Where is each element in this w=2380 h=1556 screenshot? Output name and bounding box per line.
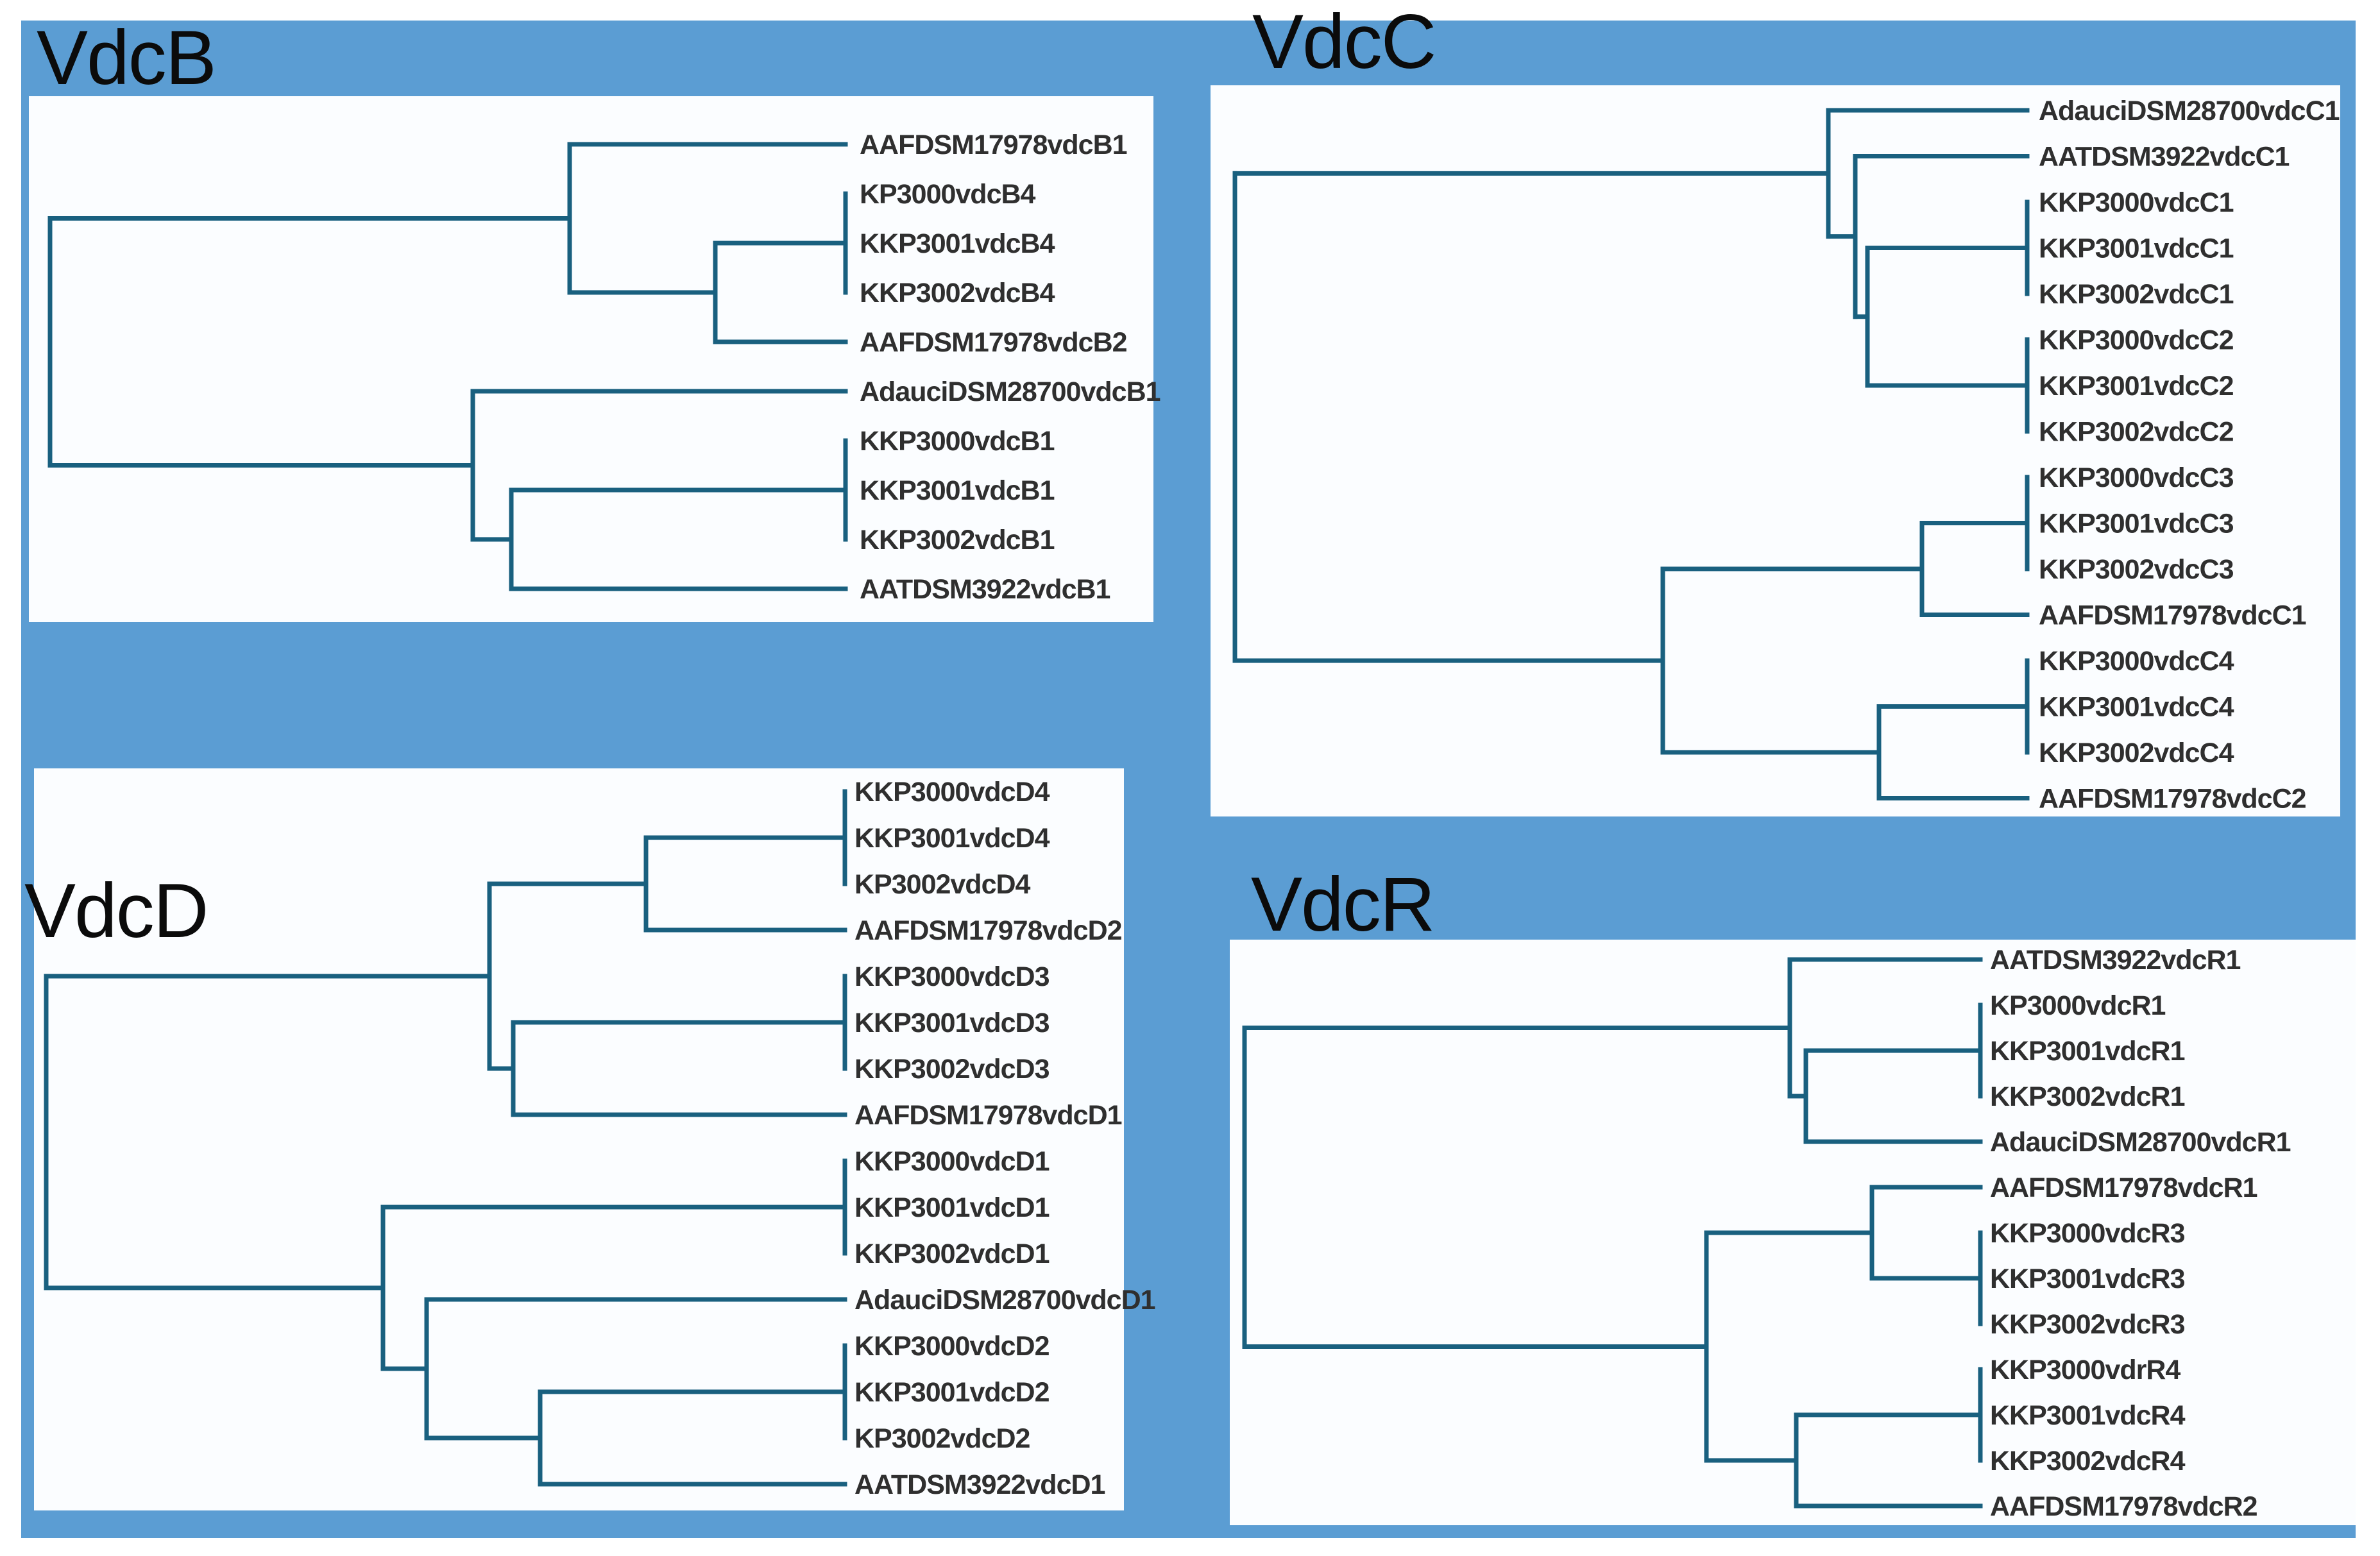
taxon-label: AdauciDSM28700vdcR1 (1990, 1127, 2291, 1158)
taxon-label: KKP3002vdcC1 (2039, 279, 2234, 310)
panel-title-vdcc: VdcC (1252, 0, 1436, 85)
taxon-label: AAFDSM17978vdcR2 (1990, 1491, 2257, 1522)
taxon-label: KKP3002vdcR4 (1990, 1446, 2186, 1476)
taxon-label: AATDSM3922vdcB1 (860, 574, 1110, 605)
panel-vdcc (1211, 85, 2340, 816)
panel-title-vdcb: VdcB (37, 15, 217, 101)
taxon-label: KKP3000vdcC4 (2039, 646, 2234, 677)
taxon-label: AdauciDSM28700vdcD1 (854, 1285, 1155, 1315)
taxon-label: KKP3000vdcD1 (854, 1146, 1050, 1177)
taxon-label: KKP3002vdcC4 (2039, 738, 2234, 768)
taxon-label: KKP3001vdcR4 (1990, 1400, 2186, 1431)
taxon-label: KKP3000vdcD4 (854, 777, 1050, 808)
taxon-label: KKP3001vdcD2 (854, 1377, 1050, 1408)
taxon-label: KKP3002vdcB1 (860, 525, 1055, 555)
taxon-label: AATDSM3922vdcC1 (2039, 142, 2290, 173)
taxon-label: KKP3002vdcR3 (1990, 1309, 2185, 1340)
taxon-label: KKP3001vdcD1 (854, 1192, 1050, 1223)
taxon-label: KKP3002vdcD3 (854, 1054, 1050, 1085)
taxon-label: KKP3001vdcD4 (854, 823, 1050, 854)
taxon-label: KKP3002vdcB4 (860, 278, 1055, 309)
taxon-label: KKP3001vdcC4 (2039, 692, 2234, 723)
taxon-label: AAFDSM17978vdcD2 (854, 915, 1122, 946)
taxon-label: KKP3002vdcD1 (854, 1239, 1050, 1269)
taxon-label: AAFDSM17978vdcC2 (2039, 784, 2306, 815)
taxon-label: KKP3001vdcC3 (2039, 509, 2234, 539)
taxon-label: KKP3000vdcC1 (2039, 187, 2234, 218)
taxon-label: AdauciDSM28700vdcB1 (860, 376, 1160, 407)
taxon-label: KKP3002vdcC2 (2039, 417, 2234, 448)
taxon-label: KKP3001vdcB4 (860, 228, 1055, 259)
taxon-label: KP3000vdcB4 (860, 179, 1036, 210)
taxon-label: KKP3000vdcR3 (1990, 1218, 2185, 1249)
panel-vdcd (34, 768, 1124, 1510)
taxon-label: KKP3000vdcC2 (2039, 325, 2234, 356)
taxon-label: AAFDSM17978vdcD1 (854, 1100, 1122, 1131)
taxon-label: KKP3002vdcR1 (1990, 1081, 2185, 1112)
taxon-label: AdauciDSM28700vdcC1 (2039, 96, 2340, 126)
panel-vdcb (29, 96, 1153, 622)
taxon-label: AAFDSM17978vdcC1 (2039, 600, 2306, 631)
taxon-label: AAFDSM17978vdcB2 (860, 327, 1127, 358)
taxon-label: KKP3001vdcB1 (860, 475, 1055, 506)
taxon-label: KKP3001vdcC1 (2039, 233, 2234, 264)
taxon-label: AATDSM3922vdcD1 (854, 1469, 1105, 1500)
panel-title-vdcr: VdcR (1251, 861, 1435, 947)
taxon-label: KKP3000vdrR4 (1990, 1355, 2180, 1385)
taxon-label: KKP3000vdcD3 (854, 961, 1050, 992)
taxon-label: KKP3001vdcC2 (2039, 371, 2234, 402)
taxon-label: KP3002vdcD4 (854, 869, 1031, 900)
taxon-label: KKP3001vdcR1 (1990, 1036, 2185, 1067)
taxon-label: KKP3000vdcC3 (2039, 462, 2234, 493)
taxon-label: KKP3001vdcD3 (854, 1008, 1050, 1038)
taxon-label: AATDSM3922vdcR1 (1990, 945, 2241, 976)
taxon-label: KP3000vdcR1 (1990, 990, 2166, 1021)
panel-title-vdcd: VdcD (24, 868, 208, 954)
taxon-label: KP3002vdcD2 (854, 1423, 1030, 1454)
taxon-label: KKP3000vdcB1 (860, 426, 1055, 457)
taxon-label: KKP3002vdcC3 (2039, 554, 2234, 585)
taxon-label: KKP3000vdcD2 (854, 1331, 1050, 1362)
taxon-label: AAFDSM17978vdcR1 (1990, 1172, 2257, 1203)
taxon-label: KKP3001vdcR3 (1990, 1264, 2185, 1294)
taxon-label: AAFDSM17978vdcB1 (860, 130, 1127, 160)
